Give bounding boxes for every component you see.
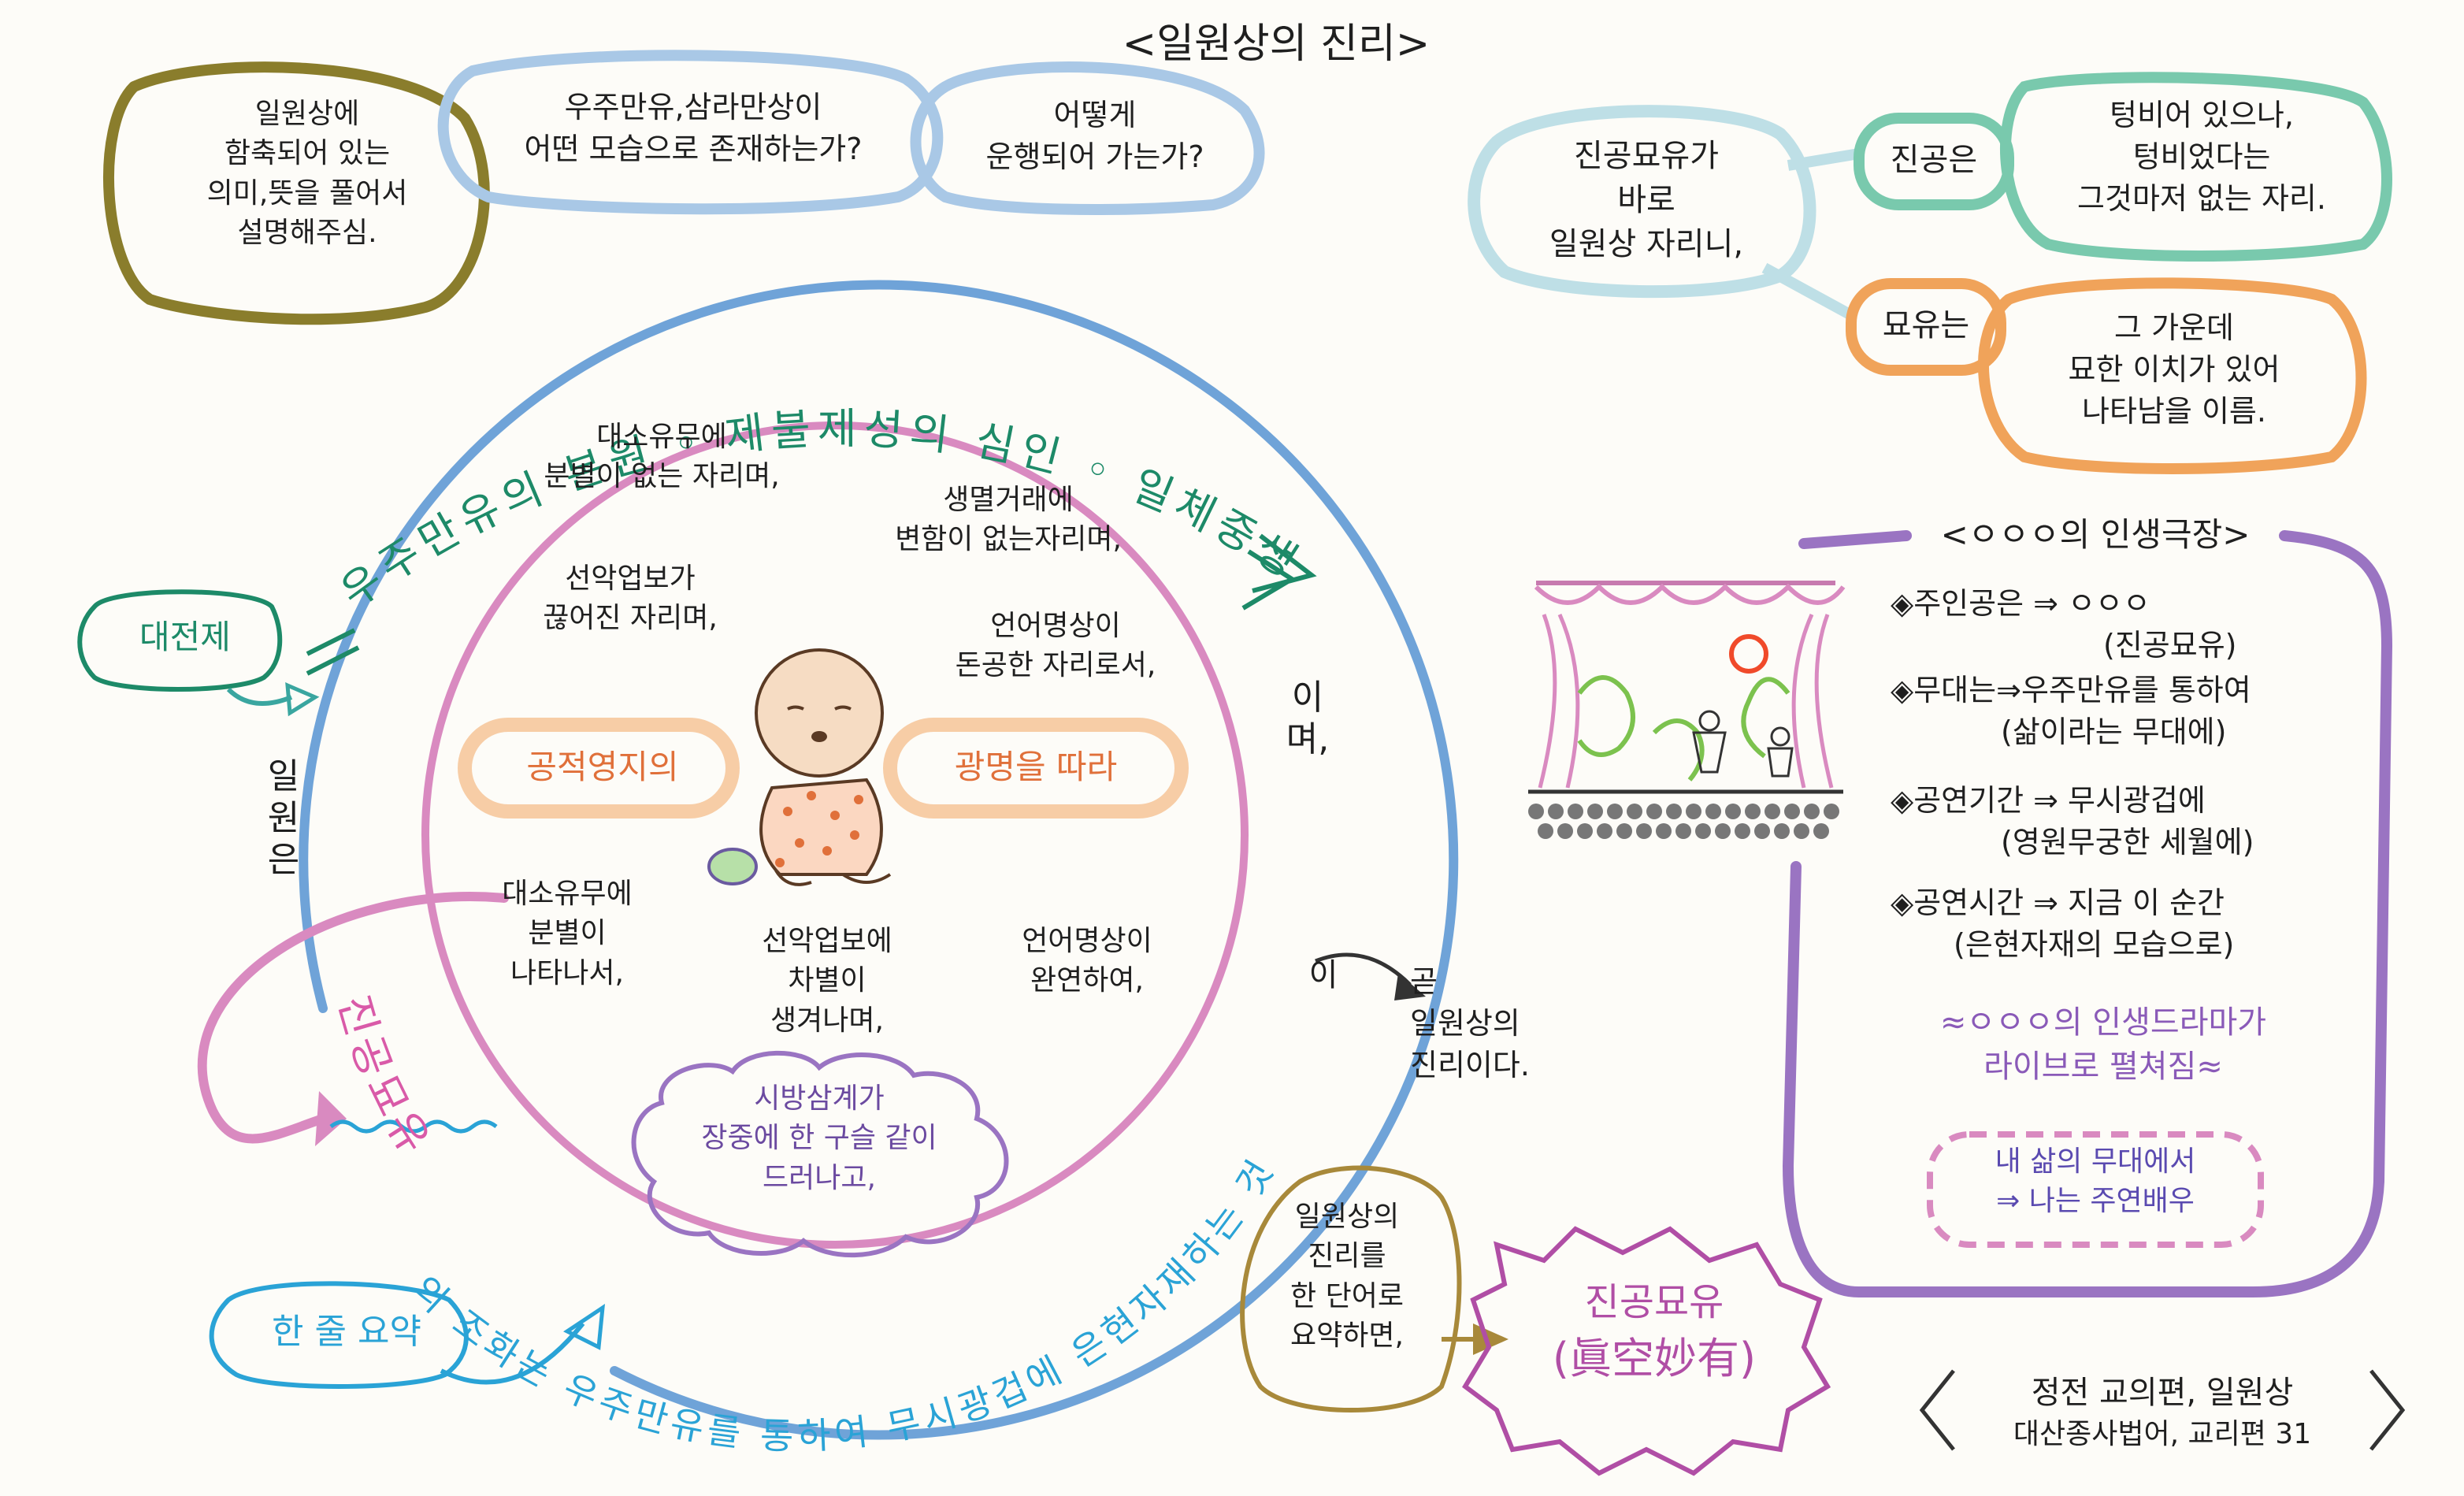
pill-left-text: 공적영지의 (526, 748, 679, 786)
pink-arrow-head (315, 1091, 347, 1146)
stage-note-text: 내 삶의 무대에서 ⇒ 나는 주연배우 (1995, 1145, 2196, 1218)
pill-right-text: 광명을 따라 (954, 748, 1118, 786)
stage-illustration (1528, 581, 1846, 839)
summary-arrow (440, 1322, 585, 1385)
inner-pink-circle (421, 421, 1249, 1249)
note-blue2-blob (910, 61, 1265, 215)
conclusion-arrow-head (1394, 973, 1426, 1000)
pill-right-shape (883, 718, 1189, 819)
burst-text: 진공묘유 (眞空妙有) (1552, 1280, 1757, 1384)
stage-note-dashed-box (1927, 1131, 2264, 1248)
premise-label: 대전제 (139, 618, 231, 656)
burst-shape (1462, 1226, 1831, 1476)
cloud-shape (631, 1050, 1009, 1258)
note-blue1-blob (437, 50, 944, 215)
myoyu-label: 묘유는 (1882, 307, 1970, 343)
theater-item-2: ◈무대는⇒우주만유를 통하여 (삶이라는 무대에) (1891, 673, 2251, 750)
arc-suffix: 이며, (1286, 677, 1330, 759)
premise-bubble (77, 589, 283, 692)
myoyu-label-box (1846, 278, 2006, 376)
subject-label: 일원은 (267, 756, 300, 880)
premise-arrow (226, 687, 293, 706)
premise-arrow-head (285, 682, 320, 717)
summary-label: 한 줄 요약 (272, 1312, 421, 1352)
baby-figure (707, 648, 892, 886)
jingong-label: 진공은 (1890, 142, 1978, 178)
left-double-arrow (306, 628, 360, 676)
theater-drama: ≈ㅇㅇㅇ의 인생드라마가 라이브로 펼쳐짐≈ (1939, 1004, 2267, 1085)
note-blue1-text: 우주만유,삼라만상이 어떤 모습으로 존재하는가? (524, 90, 863, 167)
connector-teal (1761, 148, 1861, 321)
note-olive-blob (103, 61, 490, 325)
theater-purple-frame (1782, 530, 2393, 1297)
myoyu-blob (1978, 277, 2367, 474)
outer-blue-circle (299, 280, 1459, 1440)
cyan-wave (329, 1119, 498, 1134)
theater-item-4: ◈공연시간 ⇒ 지금 이 순간 (은현자재의 모습으로) (1891, 885, 2235, 963)
bottom-suffix: 이 (1308, 957, 1338, 993)
pink-swoop-arrow (197, 892, 509, 1144)
source-bracket-left (1919, 1369, 1955, 1451)
source-bracket-right (2369, 1369, 2406, 1451)
theater-item-3: ◈공연기간 ⇒ 무시광겁에 (영원무궁한 세월에) (1891, 783, 2254, 860)
pill-left-shape (458, 718, 740, 819)
jingong-blob (2000, 72, 2392, 262)
arc-pink-text: 진공묘유 (328, 989, 442, 1166)
note-blue2-text: 어떻게 운행되어 가는가? (985, 98, 1204, 175)
note-gold-blob (1240, 1165, 1462, 1412)
page-title: <일원상의 진리> (1122, 20, 1431, 68)
source-text: 정전 교의편, 일원상 대산종사법어, 교리편 31 (2013, 1375, 2312, 1450)
note-olive-text: 일원상에 함축되어 있는 의미,뜻을 풀어서 설명해주심. (206, 98, 408, 250)
theater-item-1: ◈주인공은 ⇒ ㅇㅇㅇ (진공묘유) (1891, 586, 2237, 663)
right-double-arrow (1241, 533, 1317, 611)
summary-arrow-head (563, 1303, 606, 1350)
theater-title: <ㅇㅇㅇ의 인생극장> (1940, 515, 2251, 554)
